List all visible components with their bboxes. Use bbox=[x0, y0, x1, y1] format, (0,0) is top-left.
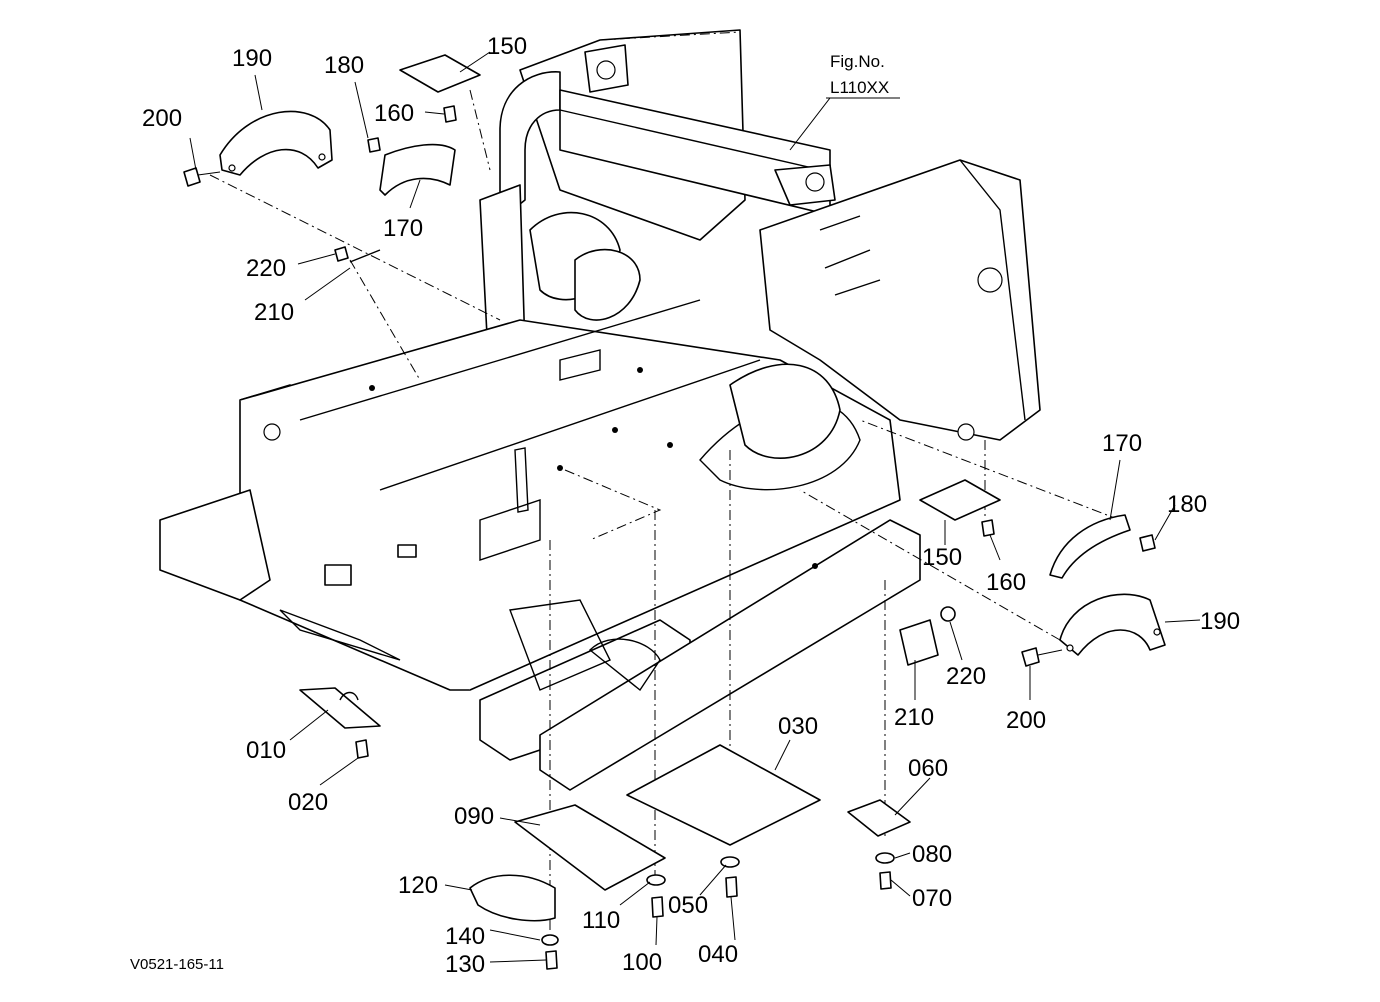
part-020 bbox=[355, 739, 369, 759]
drawing-code: V0521-165-11 bbox=[130, 956, 224, 973]
callout-060: 060 bbox=[908, 755, 948, 782]
small-parts bbox=[183, 54, 1166, 970]
callout-170-left: 170 bbox=[383, 215, 423, 242]
callout-160-right: 160 bbox=[986, 569, 1026, 596]
callout-070: 070 bbox=[912, 885, 952, 912]
callout-120: 120 bbox=[398, 872, 438, 899]
callout-080: 080 bbox=[912, 841, 952, 868]
callout-170-right: 170 bbox=[1102, 430, 1142, 457]
part-090 bbox=[514, 804, 666, 891]
part-200-right bbox=[1021, 647, 1040, 667]
part-060 bbox=[847, 799, 911, 837]
part-180-right bbox=[1139, 534, 1156, 552]
part-140 bbox=[541, 934, 559, 946]
callout-010: 010 bbox=[246, 737, 286, 764]
part-080 bbox=[875, 852, 895, 864]
fig-number: L110XX bbox=[830, 78, 889, 97]
part-170-right bbox=[1049, 514, 1131, 579]
callout-labels: 190 200 180 150 160 170 220 210 Fig.No. … bbox=[130, 33, 1240, 978]
callout-190-right: 190 bbox=[1200, 608, 1240, 635]
part-010 bbox=[299, 687, 381, 729]
part-110 bbox=[646, 874, 666, 886]
callout-150-top: 150 bbox=[487, 33, 527, 60]
part-150-top bbox=[399, 54, 481, 93]
part-190-right bbox=[1059, 593, 1166, 656]
fig-label: Fig.No. bbox=[830, 52, 885, 71]
callout-020: 020 bbox=[288, 789, 328, 816]
part-220-right bbox=[940, 606, 956, 622]
part-180-left bbox=[367, 137, 381, 153]
callout-140: 140 bbox=[445, 923, 485, 950]
callout-180-right: 180 bbox=[1167, 491, 1207, 518]
callout-130: 130 bbox=[445, 951, 485, 978]
callout-100: 100 bbox=[622, 949, 662, 976]
part-030 bbox=[626, 744, 821, 846]
part-160-right bbox=[981, 519, 995, 537]
part-150-right bbox=[919, 479, 1001, 521]
part-200-left bbox=[183, 167, 201, 187]
part-170-left bbox=[379, 143, 456, 196]
callout-200-right: 200 bbox=[1006, 707, 1046, 734]
callout-160-top: 160 bbox=[374, 100, 414, 127]
callout-040: 040 bbox=[698, 941, 738, 968]
part-040 bbox=[725, 876, 738, 898]
part-070 bbox=[879, 871, 892, 890]
part-050 bbox=[720, 856, 740, 868]
callout-180-left: 180 bbox=[324, 52, 364, 79]
callout-050: 050 bbox=[668, 892, 708, 919]
part-210-left bbox=[349, 249, 381, 263]
part-210-right bbox=[899, 619, 939, 666]
part-220-left bbox=[334, 246, 349, 262]
part-130 bbox=[545, 950, 558, 970]
part-100 bbox=[651, 896, 664, 918]
part-120 bbox=[469, 874, 556, 922]
callout-190-left: 190 bbox=[232, 45, 272, 72]
callout-210-left: 210 bbox=[254, 299, 294, 326]
callout-150-right: 150 bbox=[922, 544, 962, 571]
callout-090: 090 bbox=[454, 803, 494, 830]
callout-220-left: 220 bbox=[246, 255, 286, 282]
callout-220-right: 220 bbox=[946, 663, 986, 690]
callout-210-right: 210 bbox=[894, 704, 934, 731]
part-190-left bbox=[219, 110, 333, 176]
callout-200-left: 200 bbox=[142, 105, 182, 132]
callout-030: 030 bbox=[778, 713, 818, 740]
main-frame bbox=[159, 29, 1041, 791]
callout-110: 110 bbox=[582, 907, 620, 934]
part-160-top bbox=[443, 105, 457, 123]
